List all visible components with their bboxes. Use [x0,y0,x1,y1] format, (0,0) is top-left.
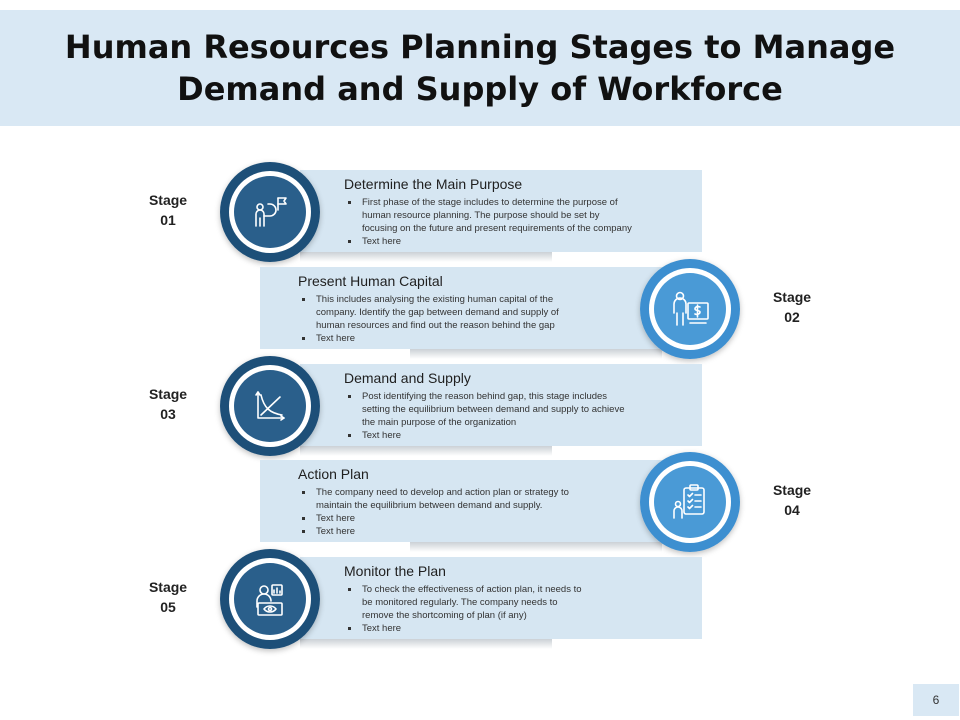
stage-card: Determine the Main Purpose First phase o… [300,170,702,252]
bullet-list: Post identifying the reason behind gap, … [344,390,692,442]
bullet-list: First phase of the stage includes to det… [344,196,692,248]
bullet-list: To check the effectiveness of action pla… [344,583,692,635]
bullet-list: This includes analysing the existing hum… [298,293,636,345]
stage-ring [220,356,320,456]
bullet-item: To check the effectiveness of action pla… [348,583,692,622]
bullet-item: Text here [302,332,636,345]
stage-card: Demand and Supply Post identifying the r… [300,364,702,446]
page-number: 6 [913,684,959,716]
stage-card: Action Plan The company need to develop … [260,460,662,542]
stage-label: Stage 01 [148,192,188,228]
flag-goal-icon [255,197,287,227]
bullet-item: This includes analysing the existing hum… [302,293,636,332]
bullet-item: Text here [348,235,692,248]
bullet-item: Text here [302,525,636,538]
stage-title: Action Plan [298,466,369,482]
bullet-item: Text here [348,429,692,442]
bullet-item: The company need to develop and action p… [302,486,636,512]
slide-title: Human Resources Planning Stages to Manag… [64,28,896,108]
stage-1: Stage 01 Determine the Main Purpose Firs… [0,162,960,262]
stage-title: Monitor the Plan [344,563,446,579]
stage-label: Stage 02 [772,289,812,325]
stage-card: Monitor the Plan To check the effectiven… [300,557,702,639]
stage-ring [640,259,740,359]
bullet-item: Text here [302,512,636,525]
bullet-item: Post identifying the reason behind gap, … [348,390,692,429]
title-banner: Human Resources Planning Stages to Manag… [0,10,960,126]
card-shadow [300,252,552,262]
stage-title: Demand and Supply [344,370,471,386]
stage-5: Stage 05 Monitor the Plan To check the e… [0,549,960,649]
bullet-item: First phase of the stage includes to det… [348,196,692,235]
demand-supply-graph-icon [255,391,285,421]
person-money-icon [673,291,709,326]
stage-ring [640,452,740,552]
stage-title: Present Human Capital [298,273,443,289]
bullet-item: Text here [348,622,692,635]
card-shadow [410,542,662,552]
stage-ring [220,549,320,649]
stage-card: Present Human Capital This includes anal… [260,267,662,349]
stage-label: Stage 04 [772,482,812,518]
monitor-person-icon [256,584,283,616]
stage-3: Stage 03 Demand and Supply Post identify… [0,356,960,456]
stage-title: Determine the Main Purpose [344,176,523,192]
bullet-list: The company need to develop and action p… [298,486,636,538]
stage-label: Stage 05 [148,579,188,615]
stage-4: Stage 04 Action Plan The company need to… [0,452,960,552]
card-shadow [300,446,552,456]
card-shadow [300,639,552,649]
stage-2: Stage 02 Present Human Capital This incl… [0,259,960,359]
stage-label: Stage 03 [148,386,188,422]
clipboard-plan-icon [673,484,705,519]
card-shadow [410,349,662,359]
stage-ring [220,162,320,262]
